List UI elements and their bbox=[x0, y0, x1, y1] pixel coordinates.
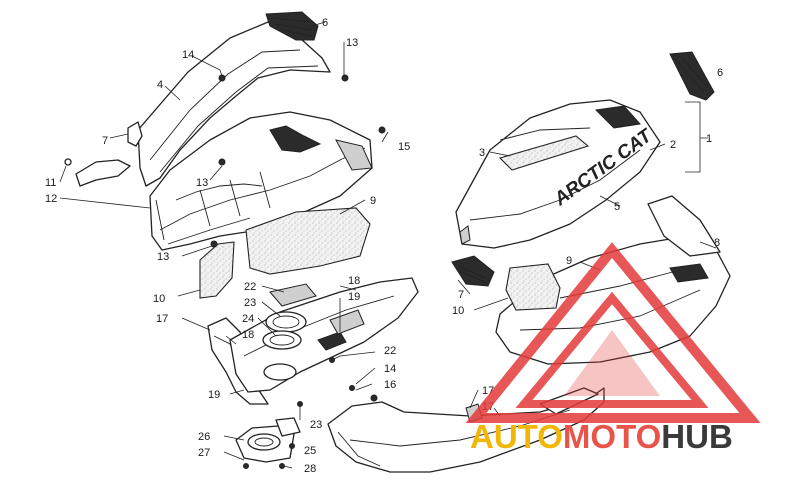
callout-6b: 6 bbox=[717, 67, 723, 79]
callout-20: 18 bbox=[348, 275, 360, 287]
small-lens-part bbox=[127, 121, 143, 147]
callout-19: 19 bbox=[208, 389, 220, 401]
callout-23: 23 bbox=[310, 419, 322, 431]
callout-9a: 9 bbox=[370, 195, 376, 207]
foam-pad-left bbox=[245, 207, 371, 275]
leader-lines bbox=[59, 21, 717, 469]
callout-11: 11 bbox=[45, 177, 56, 189]
watermark-text: AUTOMOTOHUB bbox=[470, 418, 733, 455]
callout-12: 12 bbox=[45, 193, 57, 205]
callout-13c: 13 bbox=[157, 251, 169, 263]
callout-6a: 6 bbox=[322, 17, 328, 29]
foam-pad-small-left bbox=[199, 241, 235, 299]
callout-14b: 15 bbox=[398, 141, 410, 153]
fastener-icon bbox=[218, 158, 226, 166]
front-hood-assembly bbox=[137, 21, 373, 251]
callout-9b: 9 bbox=[566, 255, 572, 267]
fastener-icon bbox=[378, 126, 386, 134]
watermark-logo bbox=[465, 242, 761, 423]
callout-30: 28 bbox=[304, 463, 316, 475]
fastener-icon bbox=[210, 240, 218, 248]
triangle-logo-icon bbox=[465, 242, 761, 423]
fastener-icon bbox=[341, 74, 349, 82]
callout-3: 3 bbox=[479, 147, 485, 159]
callout-26: 24 bbox=[242, 313, 254, 325]
callout-18: 18 bbox=[242, 329, 254, 341]
callout-28: 26 bbox=[198, 431, 210, 443]
callout-24: 22 bbox=[244, 281, 256, 293]
callout-5: 5 bbox=[614, 201, 620, 213]
callout-10a: 10 bbox=[153, 293, 165, 305]
callout-10b: 10 bbox=[452, 305, 464, 317]
callout-13a: 13 bbox=[346, 37, 358, 49]
callout-8: 8 bbox=[714, 237, 720, 249]
ring-seal-lower bbox=[262, 330, 302, 350]
callout-22: 22 bbox=[384, 345, 396, 357]
callout-14a: 14 bbox=[182, 49, 194, 61]
callout-17a: 17 bbox=[156, 313, 168, 325]
callout-21: 19 bbox=[348, 291, 360, 303]
callout-29: 27 bbox=[198, 447, 210, 459]
callout-7b: 7 bbox=[458, 289, 464, 301]
callout-2: 2 bbox=[670, 139, 676, 151]
callout-7a: 7 bbox=[102, 135, 108, 147]
watermark-auto: AUTO bbox=[470, 418, 563, 455]
ring-seal bbox=[265, 311, 307, 333]
callout-25: 23 bbox=[244, 297, 256, 309]
right-side-panel-assembly: ARCTIC CAT bbox=[455, 51, 715, 249]
callout-4: 4 bbox=[157, 79, 163, 91]
plate-part bbox=[269, 283, 317, 307]
watermark-moto: MOTO bbox=[563, 418, 661, 455]
callout-1: 1 bbox=[706, 133, 712, 145]
bracket-part bbox=[75, 159, 131, 187]
watermark-hub: HUB bbox=[661, 418, 733, 455]
center-air-box-assembly bbox=[207, 277, 419, 469]
callout-13b: 13 bbox=[196, 177, 208, 189]
callout-13d: 14 bbox=[384, 363, 396, 375]
screw-icon bbox=[64, 158, 72, 166]
callout-15: 16 bbox=[384, 379, 396, 391]
callout-27: 25 bbox=[304, 445, 316, 457]
